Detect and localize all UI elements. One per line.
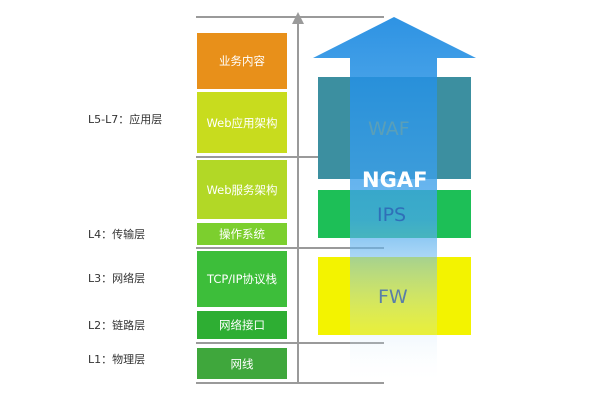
layer-label-application: L5-L7：应用层 <box>88 113 163 126</box>
vertical-axis-line <box>297 22 299 382</box>
waf-label: WAF <box>368 118 410 140</box>
layer-label-datalink: L2：链路层 <box>88 319 146 332</box>
stack-block-web-app: Web应用架构 <box>197 92 287 153</box>
divider-bottom <box>196 382 384 384</box>
divider-l7-l4 <box>196 156 384 158</box>
fw-label: FW <box>378 286 408 308</box>
stack-block-web-service: Web服务架构 <box>197 160 287 219</box>
divider-l2-l1 <box>196 342 384 344</box>
layer-label-network: L3：网络层 <box>88 272 146 285</box>
stack-block-cable: 网线 <box>197 348 287 379</box>
stack-block-tcpip: TCP/IP协议栈 <box>197 251 287 307</box>
stack-block-business: 业务内容 <box>197 33 287 89</box>
layer-label-physical: L1：物理层 <box>88 353 146 366</box>
stack-block-net-interface: 网络接口 <box>197 311 287 339</box>
divider-top <box>196 16 384 18</box>
divider-l4-l3 <box>196 247 384 249</box>
ips-label: IPS <box>377 204 407 226</box>
stack-block-os: 操作系统 <box>197 223 287 245</box>
layer-label-transport: L4：传输层 <box>88 228 146 241</box>
ngaf-label: NGAF <box>362 168 428 192</box>
